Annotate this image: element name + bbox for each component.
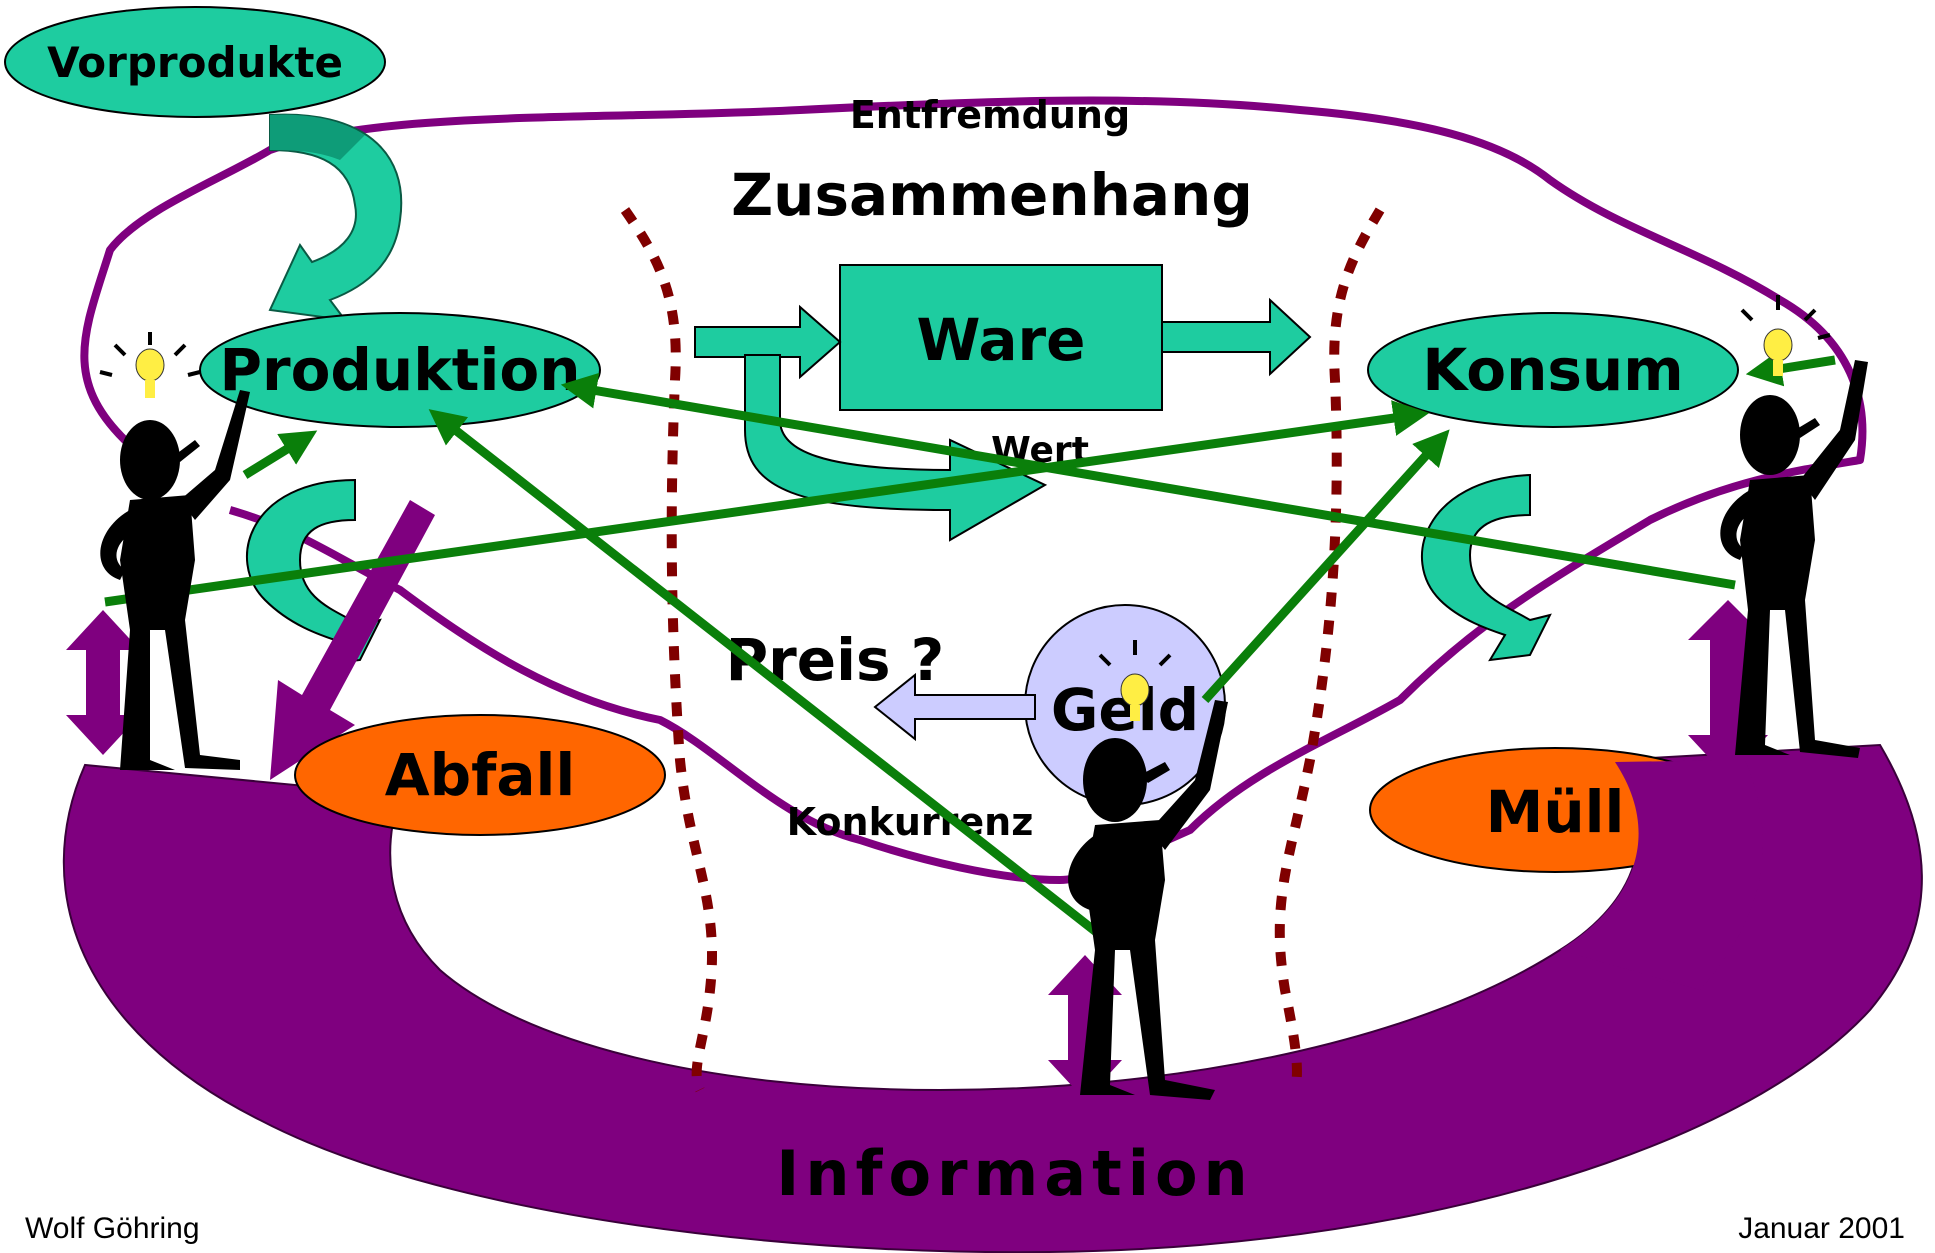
arrow-left-person-to-konsum bbox=[104, 400, 1430, 607]
information-label: Information bbox=[776, 1137, 1253, 1210]
arrow-right-person-to-konsum bbox=[1745, 350, 1836, 387]
entfremdung-label: Entfremdung bbox=[850, 93, 1130, 137]
right-person-figure bbox=[1720, 295, 1868, 758]
preis-label: Preis ? bbox=[726, 626, 945, 694]
produktion-to-abfall-arrow bbox=[270, 500, 435, 780]
left-double-arrow bbox=[66, 610, 140, 755]
produktion-label: Produktion bbox=[219, 336, 580, 404]
arrow-geld-to-konsum bbox=[1201, 429, 1450, 704]
dotted-divider-left bbox=[620, 207, 717, 1093]
ware-node: Ware bbox=[839, 264, 1163, 411]
arrow-left-person-to-produktion bbox=[242, 430, 318, 479]
arrow-right-person-to-produktion bbox=[560, 372, 1736, 590]
vorprodukte-label: Vorprodukte bbox=[47, 38, 343, 87]
ware-label: Ware bbox=[917, 306, 1086, 374]
konkurrenz-label: Konkurrenz bbox=[787, 800, 1034, 844]
abfall-node: Abfall bbox=[294, 714, 666, 836]
left-person-figure bbox=[99, 332, 250, 770]
vorprodukte-node: Vorprodukte bbox=[4, 6, 386, 118]
konsum-cycle-arrow bbox=[1421, 473, 1552, 662]
footer-date: Januar 2001 bbox=[1738, 1212, 1905, 1245]
wert-arrow bbox=[744, 354, 1048, 542]
zusammenhang-label: Zusammenhang bbox=[731, 161, 1253, 229]
information-arc bbox=[62, 743, 1923, 1253]
konsum-node: Konsum bbox=[1367, 312, 1739, 428]
right-double-arrow bbox=[1688, 600, 1768, 778]
abfall-label: Abfall bbox=[385, 741, 576, 809]
vorprodukte-curved-arrow bbox=[268, 113, 403, 322]
arrow-center-person-to-produktion bbox=[428, 409, 1103, 939]
geld-to-preis-arrow bbox=[873, 672, 1036, 742]
produktion-node: Produktion bbox=[199, 312, 601, 428]
arrow-out-of-ware bbox=[1161, 297, 1312, 377]
arrow-into-ware bbox=[694, 304, 842, 380]
center-person-figure bbox=[1068, 640, 1228, 1100]
dotted-divider-right bbox=[1274, 207, 1385, 1092]
muell-label: Müll bbox=[1486, 778, 1625, 846]
konsum-label: Konsum bbox=[1422, 336, 1683, 404]
footer-author: Wolf Göhring bbox=[25, 1212, 200, 1245]
entfremdung-loop bbox=[80, 96, 1867, 884]
